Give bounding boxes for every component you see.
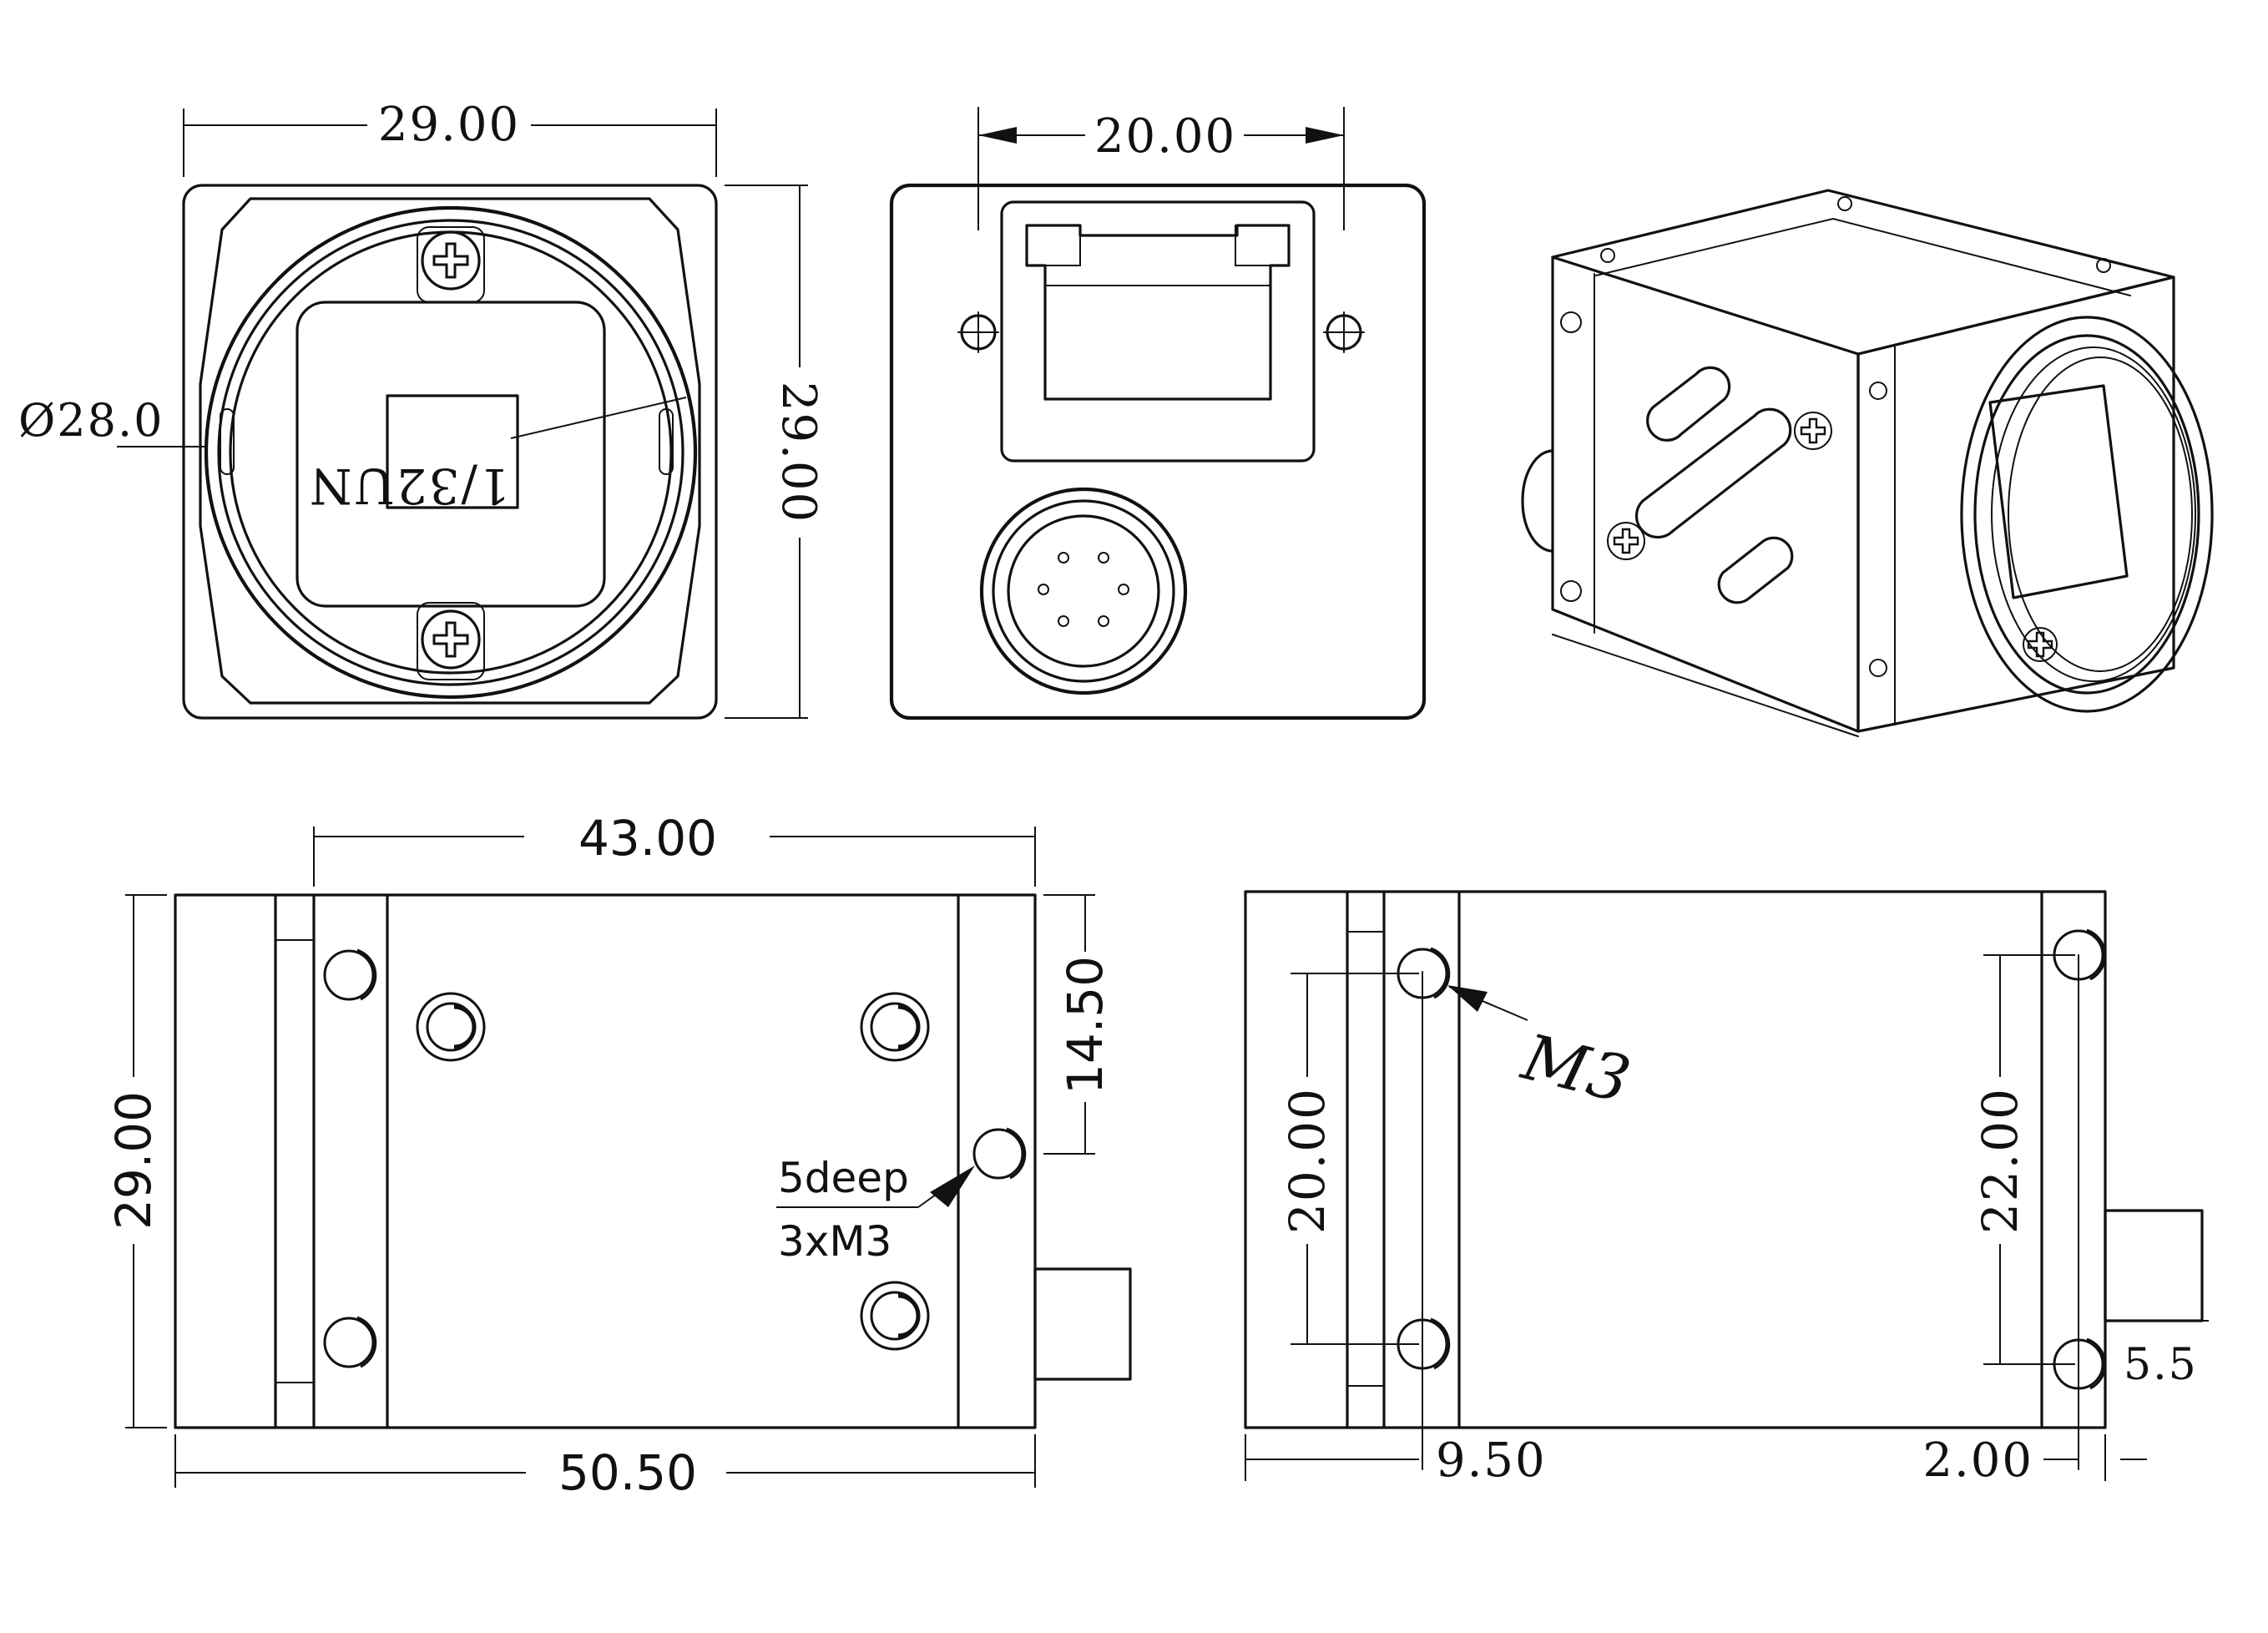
image-sensor bbox=[386, 394, 519, 509]
isometric-view bbox=[1521, 189, 2214, 737]
front-offset-label: 9.50 bbox=[1436, 1433, 1547, 1488]
rear-spacing-label: 20.00 bbox=[1094, 109, 1236, 164]
body-length-label: 43.00 bbox=[578, 810, 717, 867]
hole-note-thread: 3xM3 bbox=[778, 1217, 892, 1266]
iso-sensor-window bbox=[1988, 384, 2129, 599]
top-side-view: 43.00 50.50 29.00 14.50 5deep 3xM3 bbox=[105, 810, 1132, 1501]
mount-hole-top-left bbox=[323, 948, 377, 1001]
bottom-screw bbox=[417, 602, 485, 680]
ethernet-frame bbox=[1000, 200, 1316, 463]
hole-note-depth: 5deep bbox=[778, 1154, 909, 1202]
left-spacing-label: 20.00 bbox=[1279, 1087, 1336, 1234]
ethernet-latch-right bbox=[1235, 225, 1290, 266]
iso-vent-1 bbox=[1646, 366, 1731, 442]
io-connector bbox=[979, 487, 1188, 695]
ethernet-latch-left bbox=[1026, 225, 1081, 266]
mount-slot-right bbox=[659, 408, 674, 475]
side-body bbox=[174, 893, 1037, 1429]
right-spacing-label: 22.00 bbox=[1972, 1087, 2028, 1234]
iso-rear-connector bbox=[1521, 449, 1554, 553]
counter-hole-1 bbox=[417, 993, 484, 1060]
rear-screw-left bbox=[957, 311, 999, 353]
iso-vent-3 bbox=[1717, 536, 1794, 604]
top-screw bbox=[417, 226, 485, 303]
front-housing bbox=[182, 184, 718, 720]
hole-offset-label: 14.50 bbox=[1057, 956, 1114, 1095]
ethernet-port bbox=[1025, 224, 1291, 401]
rear-offset-label: 2.00 bbox=[1922, 1433, 2033, 1488]
bottom-thread-label: M3 bbox=[1514, 1019, 1639, 1118]
lens-mount-outer bbox=[204, 205, 698, 700]
iso-vent-2 bbox=[1634, 407, 1792, 539]
iso-front-face bbox=[1856, 276, 2175, 733]
iso-screw-top bbox=[1800, 417, 1826, 444]
iso-lens-mount-inner bbox=[1973, 334, 2200, 695]
side-connector bbox=[1033, 1267, 1132, 1381]
front-bezel bbox=[199, 197, 701, 705]
front-width-label: 29.00 bbox=[378, 98, 520, 152]
bottom-connector bbox=[2104, 1209, 2204, 1322]
iso-lens-mount-outer bbox=[1960, 316, 2214, 713]
front-view: 29.00 29.00 Ø28.0 1/32UN bbox=[18, 98, 826, 720]
counter-hole-2 bbox=[861, 993, 928, 1060]
rear-screw-right bbox=[1323, 311, 1365, 353]
connector-dim-label: 5.5 bbox=[2124, 1340, 2198, 1390]
iso-side-face bbox=[1551, 255, 1860, 733]
counter-hole-3 bbox=[861, 1282, 928, 1349]
front-diameter-label: Ø28.0 bbox=[18, 394, 164, 447]
side-height-label: 29.00 bbox=[105, 1091, 162, 1230]
bottom-body bbox=[1244, 890, 2107, 1429]
overall-length-label: 50.50 bbox=[558, 1444, 697, 1501]
iso-top-face bbox=[1551, 189, 2175, 356]
bottom-side-view: M3 20.00 22.00 9.50 2.00 5.5 bbox=[1244, 890, 2209, 1488]
rear-view: 20.00 bbox=[889, 107, 1427, 720]
iso-screw-side bbox=[1613, 528, 1639, 554]
mount-hole-bottom-left bbox=[323, 1316, 377, 1368]
rear-housing bbox=[889, 183, 1427, 720]
sensor-window bbox=[295, 301, 606, 608]
mount-slot-left bbox=[220, 408, 235, 475]
lens-mount-ring bbox=[217, 219, 684, 686]
mount-hole-right bbox=[972, 1127, 1027, 1180]
front-thread-label: 1/32UN bbox=[308, 458, 510, 514]
front-height-label: 29.00 bbox=[771, 382, 826, 523]
